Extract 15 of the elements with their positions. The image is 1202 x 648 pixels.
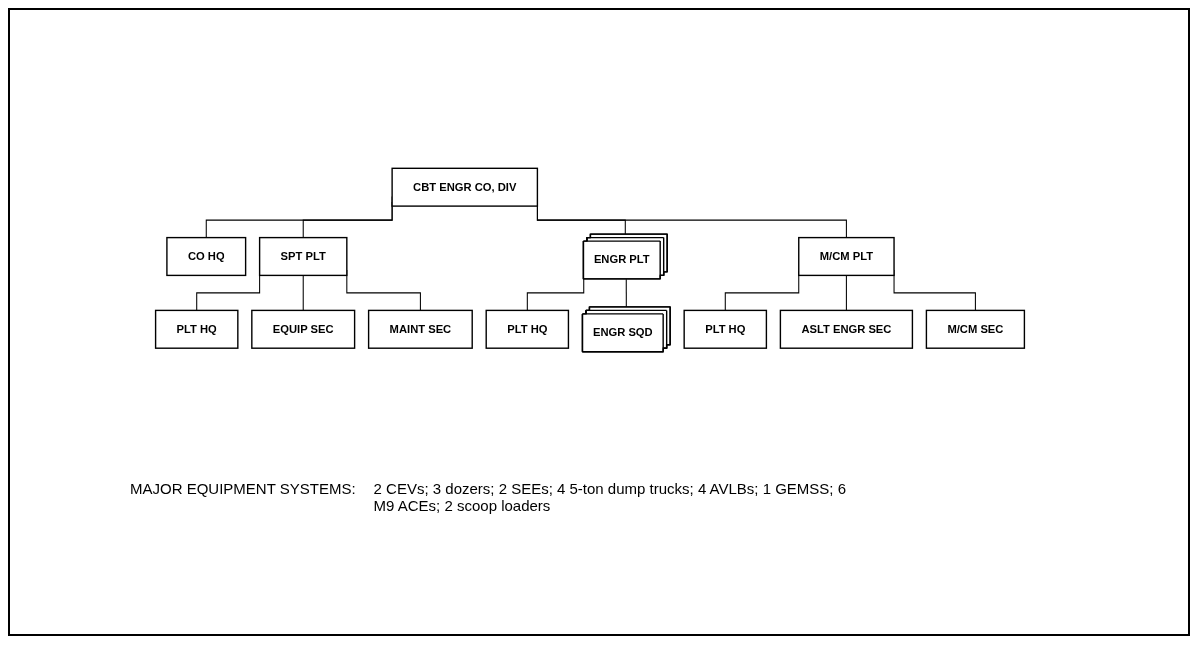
- node-box: ASLT ENGR SEC: [779, 309, 914, 349]
- node-box: CBT ENGR CO, DIV: [391, 167, 539, 207]
- node-box: MAINT SEC: [367, 309, 473, 349]
- node-box: PLT HQ: [485, 309, 570, 349]
- node-box: M/CM SEC: [925, 309, 1026, 349]
- node-box: SPT PLT: [258, 236, 348, 277]
- node-box: PLT HQ: [154, 309, 239, 349]
- node-box: CO HQ: [166, 236, 247, 277]
- node-box: EQUIP SEC: [251, 309, 356, 349]
- connector: [302, 274, 304, 311]
- equipment-list: 2 CEVs; 3 dozers; 2 SEEs; 4 5-ton dump trucks; 4 AVLBs; 1 GEMSS; 6 M9 ACEs; 2 scoop loaders: [373, 480, 854, 514]
- connector: [845, 274, 847, 311]
- node-box: M/CM PLT: [798, 236, 895, 277]
- node-box: PLT HQ: [683, 309, 768, 349]
- heading-text: MAJOR EQUIPMENT SYSTEMS:: [130, 480, 356, 499]
